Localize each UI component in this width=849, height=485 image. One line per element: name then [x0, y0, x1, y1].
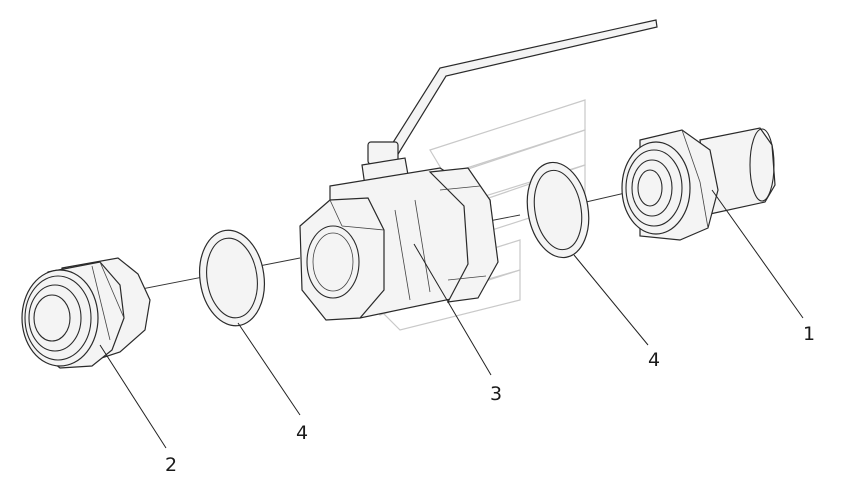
fitting-right	[621, 127, 776, 241]
valve-handle	[381, 19, 658, 165]
callout-3: 3	[490, 383, 502, 405]
callout-4-right: 4	[648, 349, 660, 371]
callout-4-left: 4	[296, 422, 308, 444]
gasket-left	[199, 229, 265, 327]
valve-body	[299, 19, 658, 321]
leader-4-left	[237, 322, 301, 416]
gasket-right	[526, 161, 590, 259]
leader-3	[413, 243, 492, 376]
leader-lines	[99, 189, 804, 449]
fitting-left	[21, 257, 151, 369]
leader-2	[99, 344, 167, 449]
callout-1: 1	[803, 323, 815, 345]
callout-2: 2	[165, 454, 177, 476]
leader-4-right	[573, 254, 649, 346]
leader-1	[711, 189, 804, 319]
